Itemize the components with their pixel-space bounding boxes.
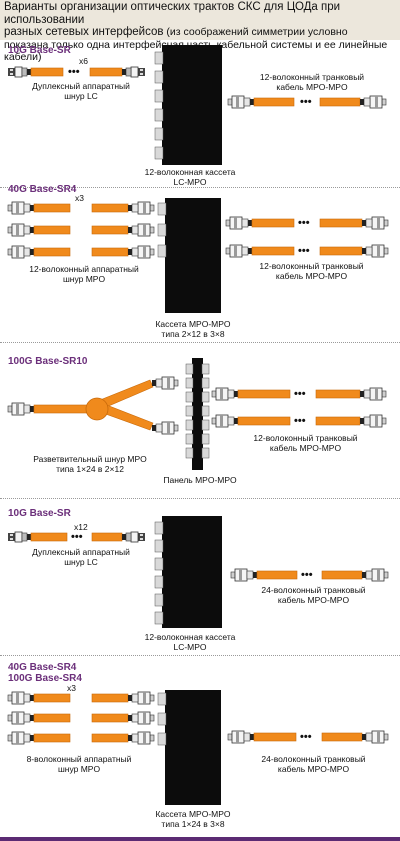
caption-line: шнур LC [64, 90, 98, 101]
caption-line: 8-волоконный аппаратный [26, 754, 132, 764]
section-1-module-caption: 12-волоконная кассета LC-MPO [140, 167, 240, 187]
caption-line: 12-волоконный аппаратный [29, 264, 139, 274]
section-5-patch-caption: 8-волоконный аппаратный шнур MPO [20, 754, 138, 774]
section-3-trunk-dots: ••• [294, 415, 306, 427]
caption-line: 12-волоконная кассета [144, 632, 236, 642]
caption-line: Разветвительный шнур MPO [33, 454, 147, 464]
section-5-trunk-dots: ••• [300, 731, 312, 743]
caption-line: 24-волоконный транковый [261, 754, 366, 764]
caption-line: 24-волоконный транковый [261, 585, 366, 595]
caption-line: кабель MPO-MPO [276, 81, 348, 92]
section-1-multiplier: x6 [79, 56, 88, 66]
section-2-artwork [7, 198, 389, 313]
caption-line: Панель MPO-MPO [163, 475, 237, 485]
section-1-artwork [7, 45, 387, 165]
section-4-trunk-caption: 24-волоконный транковый кабель MPO-MPO [256, 585, 371, 605]
section-2-multiplier: x3 [75, 193, 84, 203]
section-1-trunk-dots: ••• [300, 96, 312, 108]
section-1-patch-caption: Дуплексный аппаратный шнур LC [25, 81, 137, 101]
section-divider [0, 655, 400, 656]
section-5-label-2: 100G Base-SR4 [8, 673, 82, 684]
caption-line: 12-волоконный транковый [259, 261, 364, 271]
section-4-label: 10G Base-SR [8, 508, 71, 519]
section-2-trunk-dots: ••• [298, 217, 310, 229]
header-banner [0, 0, 400, 40]
caption-line: 12-волоконная кассета [144, 167, 236, 177]
title-line-2b: (из соображений симметрии условно [163, 26, 348, 38]
caption-line: шнур MPO [57, 763, 101, 774]
section-2-module-caption: Кассета MPO-MPO типа 2×12 в 3×8 [143, 319, 243, 339]
title-line-3: показана только одна интерфейсная часть … [4, 38, 388, 64]
section-3-artwork [7, 358, 387, 470]
caption-line: Кассета MPO-MPO [155, 809, 231, 819]
section-1-patch-dots: ••• [68, 66, 80, 78]
section-4-artwork [7, 516, 389, 628]
caption-line: Дуплексный аппаратный [32, 547, 130, 557]
section-divider [0, 498, 400, 499]
section-5-label: 40G Base-SR4 [8, 662, 77, 673]
section-2-patch-caption: 12-волоконный аппаратный шнур MPO [25, 264, 143, 284]
caption-line: шнур MPO [62, 273, 106, 284]
caption-line: типа 2×12 в 3×8 [161, 328, 225, 339]
section-1-trunk-caption: 12-волоконный транковый кабель MPO-MPO [256, 72, 368, 92]
caption-line: Дуплексный аппаратный [32, 81, 130, 91]
caption-line: кабель MPO-MPO [277, 594, 350, 605]
caption-line: LC-MPO [173, 176, 207, 187]
section-divider [0, 187, 400, 188]
title-line-2: разных сетевых интерфейсов (из соображен… [4, 26, 398, 39]
caption-line: 12-волоконный транковый [253, 433, 358, 443]
caption-line: Кассета MPO-MPO [155, 319, 231, 329]
caption-line: 12-волоконный транковый [259, 72, 365, 82]
section-4-patch-dots: ••• [71, 531, 83, 543]
section-4-trunk-dots: ••• [301, 569, 313, 581]
section-5-multiplier: x3 [67, 683, 76, 693]
caption-line: кабель MPO-MPO [277, 763, 350, 774]
section-3-label: 100G Base-SR10 [8, 356, 88, 367]
caption-line: кабель MPO-MPO [275, 270, 348, 281]
section-4-multiplier: x12 [74, 522, 88, 532]
section-5-trunk-caption: 24-волоконный транковый кабель MPO-MPO [256, 754, 371, 774]
section-2-trunk-caption: 12-волоконный транковый кабель MPO-MPO [254, 261, 369, 281]
section-divider [0, 342, 400, 343]
section-2-label: 40G Base-SR4 [8, 184, 77, 195]
caption-line: шнур LC [64, 556, 98, 567]
caption-line: типа 1×24 в 2×12 [56, 463, 124, 474]
section-1-label: 10G Base-SR [8, 45, 71, 56]
caption-line: кабель MPO-MPO [269, 442, 342, 453]
title-line-2a: разных сетевых интерфейсов [4, 26, 164, 38]
section-3-trunk-caption: 12-волоконный транковый кабель MPO-MPO [248, 433, 363, 453]
page-title: Варианты организации оптических трактов … [4, 1, 398, 64]
section-4-patch-caption: Дуплексный аппаратный шнур LC [25, 547, 137, 567]
section-5-artwork [7, 690, 389, 805]
section-3-patch-caption: Разветвительный шнур MPO типа 1×24 в 2×1… [30, 454, 150, 474]
caption-line: LC-MPO [173, 641, 207, 652]
footer-bar [0, 837, 400, 841]
section-4-module-caption: 12-волоконная кассета LC-MPO [140, 632, 240, 652]
title-line-1: Варианты организации оптических трактов … [4, 1, 341, 26]
caption-line: типа 1×24 в 3×8 [161, 818, 225, 829]
section-2-trunk-dots: ••• [298, 245, 310, 257]
section-5-module-caption: Кассета MPO-MPO типа 1×24 в 3×8 [143, 809, 243, 829]
section-3-trunk-dots: ••• [294, 388, 306, 400]
section-3-module-caption: Панель MPO-MPO [150, 475, 250, 486]
